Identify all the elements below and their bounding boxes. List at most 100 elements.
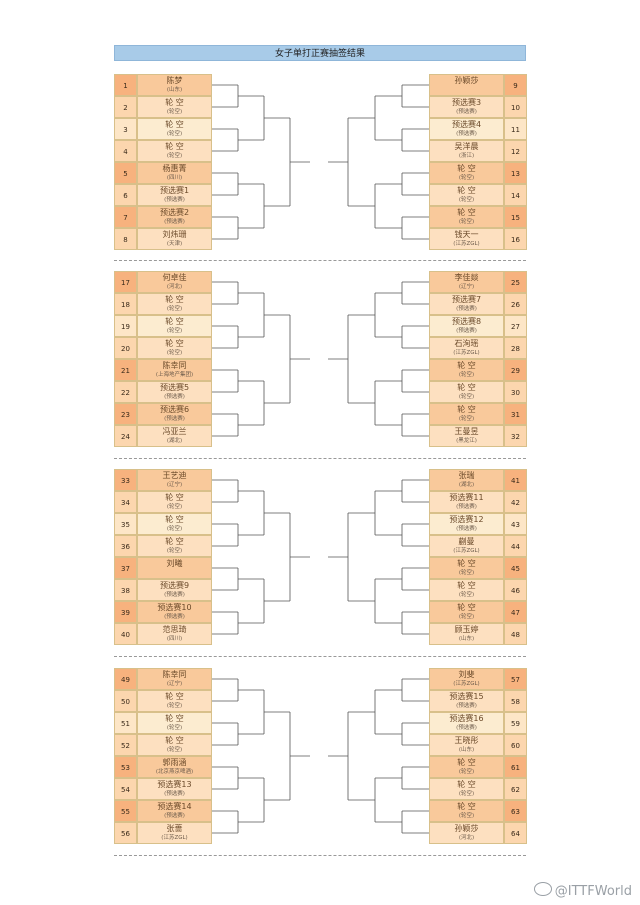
section-divider [114,458,526,459]
player-team: (黑龙江) [456,438,477,444]
player-name: 预选赛13 [157,780,192,789]
player-team: (辽宁) [458,284,475,290]
player-name: 预选赛6 [159,405,190,414]
player-team: (江苏ZGL) [453,241,480,247]
seed-number: 49 [114,668,137,690]
player-name: 孙颖莎 [454,76,479,85]
player-box: 轮 空(轮空) [137,535,212,557]
player-box: 预选赛10(预选赛) [137,601,212,623]
watermark: @ITTFWorld [533,882,632,899]
player-team: (浙江) [458,153,475,159]
player-name: 轮 空 [165,339,184,348]
player-box: 孙颖莎 [429,74,504,96]
player-team: (辽宁) [166,681,183,687]
seed-number: 36 [114,535,137,557]
player-name: 轮 空 [457,186,476,195]
player-box: 预选赛6 (预选赛) [137,403,212,425]
seed-number: 13 [504,162,527,184]
player-box: 冯亚兰(湖北) [137,425,212,447]
player-box: 石洵瑶(江苏ZGL) [429,337,504,359]
player-box: 王曼昱 (黑龙江) [429,425,504,447]
player-box: 轮 空(轮空) [137,118,212,140]
player-box: 陈幸同(上海地产集团) [137,359,212,381]
player-team: (轮空) [458,219,475,225]
player-team: (江苏ZGL) [453,548,480,554]
player-name: 轮 空 [457,383,476,392]
player-box: 轮 空(轮空) [137,690,212,712]
player-team: (上海地产集团) [155,372,194,378]
player-team: (轮空) [166,747,183,753]
player-name: 钱天一 [454,230,479,239]
seed-number: 22 [114,381,137,403]
player-name: 预选赛3 [451,98,482,107]
player-team: (轮空) [166,350,183,356]
player-name: 李佳燚 [454,273,479,282]
player-box: 刘斐(江苏ZGL) [429,668,504,690]
player-name: 轮 空 [165,98,184,107]
player-name: 轮 空 [457,758,476,767]
player-box: 张瑞(湖北) [429,469,504,491]
seed-number: 52 [114,734,137,756]
player-box: 轮 空(轮空) [137,96,212,118]
player-box: 预选赛11(预选赛) [429,491,504,513]
player-box: 预选赛8(预选赛) [429,315,504,337]
player-box: 轮 空(轮空) [429,206,504,228]
player-team: (四川) [166,636,183,642]
player-box: 蒯曼(江苏ZGL) [429,535,504,557]
player-name: 王艺迪 [162,471,187,480]
seed-number: 47 [504,601,527,623]
player-team: (轮空) [458,175,475,181]
player-team: (预选赛) [164,416,185,422]
player-box: 张蔷(江苏ZGL) [137,822,212,844]
player-name: 郭雨涵 [162,758,187,767]
player-box: 何卓佳(河北) [137,271,212,293]
player-name: 轮 空 [165,142,184,151]
player-name: 预选赛1 [159,186,190,195]
player-box: 预选赛13(预选赛) [137,778,212,800]
player-box: 预选赛4(预选赛) [429,118,504,140]
player-name: 轮 空 [457,802,476,811]
seed-number: 54 [114,778,137,800]
player-name: 预选赛14 [157,802,192,811]
seed-number: 63 [504,800,527,822]
seed-number: 25 [504,271,527,293]
player-box: 轮 空(轮空) [429,579,504,601]
seed-number: 37 [114,557,137,579]
player-box: 范思琦(四川) [137,623,212,645]
player-name: 冯亚兰 [162,427,187,436]
player-team: (预选赛) [164,394,185,400]
player-team: (预选赛) [164,197,185,203]
player-box: 预选赛12(预选赛) [429,513,504,535]
seed-number: 6 [114,184,137,206]
player-box: 陈梦(山东) [137,74,212,96]
player-name: 王曼昱 [454,427,479,436]
player-box: 预选赛1 (预选赛) [137,184,212,206]
seed-number: 39 [114,601,137,623]
player-box: 预选赛15(预选赛) [429,690,504,712]
seed-number: 20 [114,337,137,359]
player-name: 预选赛16 [449,714,484,723]
player-box: 轮 空(轮空) [429,184,504,206]
player-name: 轮 空 [457,405,476,414]
seed-number: 38 [114,579,137,601]
player-box: 轮 空(轮空) [137,513,212,535]
player-name: 轮 空 [165,714,184,723]
player-name: 轮 空 [165,692,184,701]
player-box: 预选赛14(预选赛) [137,800,212,822]
seed-number: 3 [114,118,137,140]
player-box: 轮 空 (轮空) [429,403,504,425]
seed-number: 27 [504,315,527,337]
player-team: (轮空) [166,306,183,312]
player-name: 预选赛15 [449,692,484,701]
player-box: 轮 空(轮空) [137,293,212,315]
seed-number: 45 [504,557,527,579]
seed-number: 29 [504,359,527,381]
player-box: 轮 空(轮空) [429,800,504,822]
player-name: 杨惠菁 [162,164,187,173]
player-team: (山东) [458,636,475,642]
player-team: (辽宁) [166,482,183,488]
player-team: (轮空) [458,416,475,422]
seed-number: 21 [114,359,137,381]
player-team: (预选赛) [164,614,185,620]
player-box: 预选赛9(预选赛) [137,579,212,601]
